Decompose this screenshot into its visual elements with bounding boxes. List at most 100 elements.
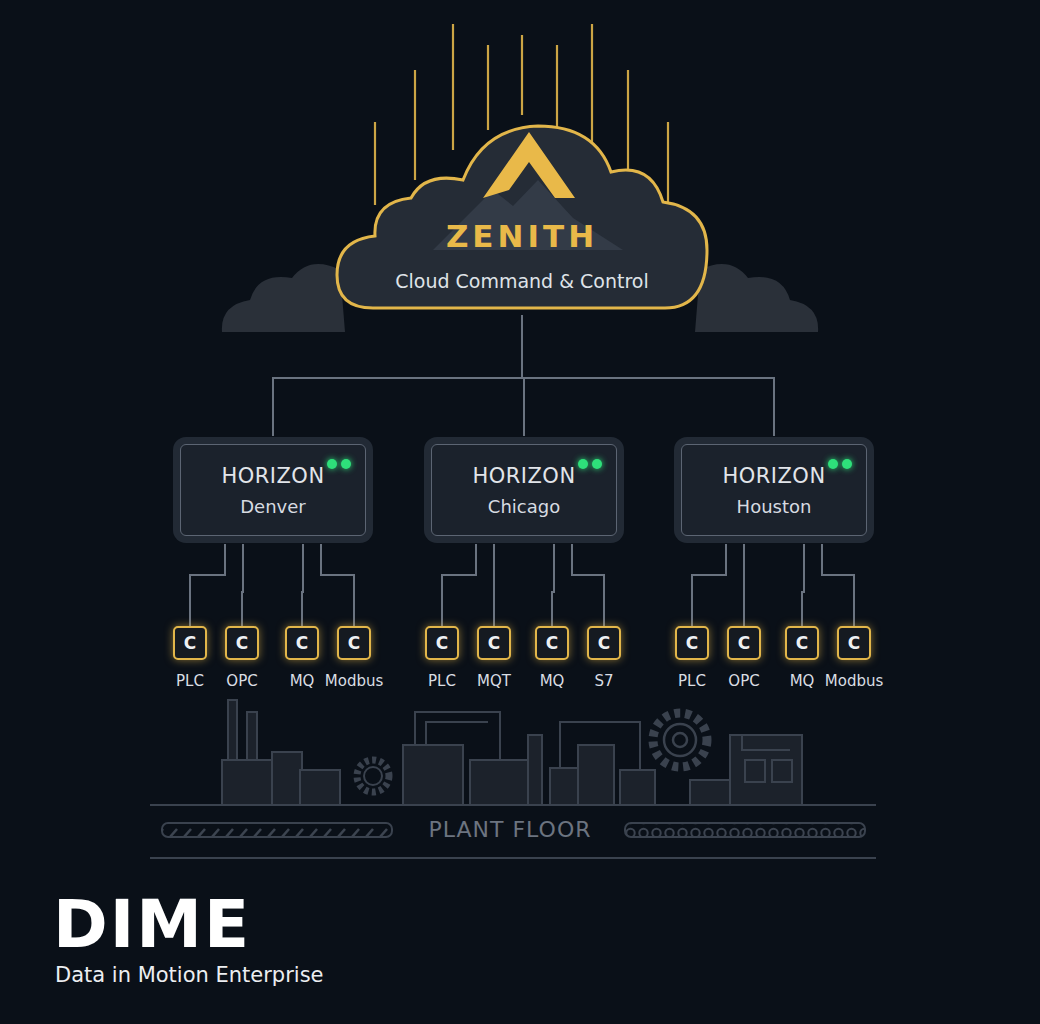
connector-line (822, 544, 854, 626)
decor-stroke (664, 724, 696, 756)
decor-stroke (272, 752, 302, 805)
decor-stroke (620, 770, 655, 805)
connector-chip: CPLC (425, 626, 459, 660)
connector-line (692, 544, 726, 626)
chip-letter: C (488, 633, 500, 653)
factory-silhouette (222, 700, 802, 805)
decor-stroke (364, 767, 382, 785)
connector-chip: CS7 (587, 626, 621, 660)
decor-stroke (470, 760, 528, 805)
decor-stroke (556, 45, 558, 130)
decor-stroke (690, 780, 730, 805)
connector-line (802, 544, 804, 626)
status-led (828, 459, 838, 469)
gateway-name: HORIZON (472, 464, 575, 488)
decor-stroke (357, 760, 389, 792)
chip-letter: C (686, 633, 698, 653)
decor-stroke (150, 857, 876, 859)
decor-stroke (162, 823, 392, 837)
decor-stroke (695, 264, 818, 332)
chip-letter: C (546, 633, 558, 653)
decor-stroke (627, 70, 629, 180)
connector-line (552, 544, 554, 626)
decor-stroke (673, 733, 687, 747)
decor-stroke (374, 122, 376, 205)
cloud-shape (337, 126, 707, 308)
chip-letter: C (236, 633, 248, 653)
decor-stroke (528, 735, 542, 805)
decor-stroke (667, 122, 669, 205)
decor-stroke (521, 35, 523, 115)
protocol-label: OPC (728, 672, 759, 690)
connector-line (522, 315, 774, 436)
chip-letter: C (184, 633, 196, 653)
chip-letter: C (848, 633, 860, 653)
site-name: Denver (240, 496, 305, 517)
chip-letter: C (738, 633, 750, 653)
decor-stroke (487, 45, 489, 130)
status-led (341, 459, 351, 469)
status-led (592, 459, 602, 469)
connector-line (302, 544, 303, 626)
connector-line (493, 544, 495, 626)
status-led (578, 459, 588, 469)
connector-chip: COPC (225, 626, 259, 660)
edge-gateway-box: HORIZON Chicago (431, 444, 617, 536)
connector-line (572, 544, 604, 626)
protocol-label: PLC (428, 672, 456, 690)
status-led (842, 459, 852, 469)
status-leds (327, 459, 355, 469)
decor-stroke (414, 70, 416, 180)
brand-title: DIME (53, 886, 251, 963)
connector-chip: CMQT (477, 626, 511, 660)
edge-gateway-box: HORIZON Denver (180, 444, 366, 536)
connector-chip: CPLC (675, 626, 709, 660)
decor-stroke (591, 24, 593, 150)
connector-chip: CModbus (337, 626, 371, 660)
decor-stroke (150, 804, 876, 806)
status-leds (828, 459, 856, 469)
chip-letter: C (598, 633, 610, 653)
protocol-label: S7 (594, 672, 613, 690)
mountain-icon (483, 132, 575, 198)
connector-line (273, 315, 522, 436)
connector-chip: CModbus (837, 626, 871, 660)
connector-chip: CMQ (785, 626, 819, 660)
chip-letter: C (436, 633, 448, 653)
site-name: Houston (737, 496, 812, 517)
connector-line (242, 544, 243, 626)
cloud-subtitle: Cloud Command & Control (395, 270, 649, 292)
connector-line (743, 544, 745, 626)
decor-stroke (653, 713, 707, 767)
decor-stroke (403, 745, 463, 805)
site-name: Chicago (488, 496, 560, 517)
decor-stroke (730, 735, 802, 805)
decor-stroke (300, 770, 340, 805)
section-label: PLANT FLOOR (420, 817, 599, 842)
cloud-title: ZENITH (446, 218, 598, 254)
protocol-label: MQ (540, 672, 565, 690)
connector-chip: COPC (727, 626, 761, 660)
decor-stroke (772, 760, 792, 782)
gateway-name: HORIZON (722, 464, 825, 488)
status-led (327, 459, 337, 469)
connector-line (190, 544, 225, 626)
protocol-label: OPC (226, 672, 257, 690)
decor-stroke (578, 745, 614, 805)
connector-chip: CMQ (285, 626, 319, 660)
connector-line (321, 544, 354, 626)
decor-stroke (742, 735, 790, 750)
protocol-label: MQ (290, 672, 315, 690)
chip-letter: C (296, 633, 308, 653)
status-leds (578, 459, 606, 469)
gateway-name: HORIZON (221, 464, 324, 488)
protocol-label: Modbus (825, 672, 883, 690)
protocol-label: Modbus (325, 672, 383, 690)
protocol-label: MQT (477, 672, 511, 690)
decor-stroke (625, 823, 865, 837)
brand-caption: Data in Motion Enterprise (55, 963, 324, 987)
cloud-node: ZENITH Cloud Command & Control (333, 110, 711, 315)
edge-gateway-box: HORIZON Houston (681, 444, 867, 536)
decor-stroke (222, 264, 345, 332)
